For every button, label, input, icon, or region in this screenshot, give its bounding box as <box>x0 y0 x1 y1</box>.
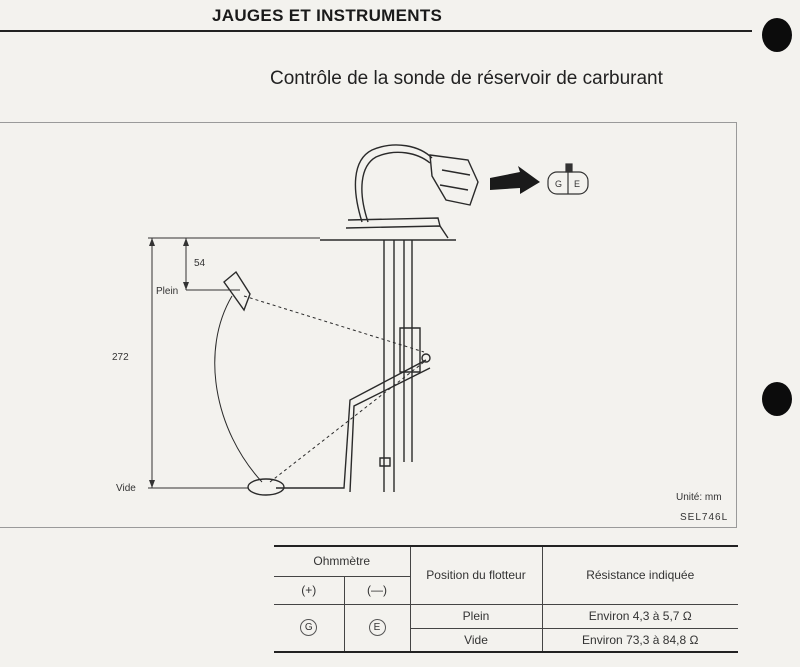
terminal-e-icon: E <box>368 619 386 637</box>
view-arrow-icon <box>490 166 540 194</box>
ohmmeter-plus-header: (+) <box>274 575 344 604</box>
connector-terminal-g: G <box>555 179 562 189</box>
full-position-label: Plein <box>156 286 178 297</box>
ohmmeter-header: Ohmmètre <box>274 545 410 576</box>
header-rule <box>0 30 752 32</box>
table-row-resistance: Environ 73,3 à 84,8 Ω <box>541 627 738 653</box>
float-position-header: Position du flotteur <box>409 545 542 604</box>
table-row-position: Plein <box>409 603 542 628</box>
connector-terminal-e: E <box>574 179 580 189</box>
units-label: Unité: mm <box>676 492 722 503</box>
binder-hole-top <box>762 18 792 52</box>
dimension-lines <box>148 237 320 489</box>
resistance-header: Résistance indiquée <box>541 545 738 604</box>
sender-unit-drawing <box>214 144 479 496</box>
dimension-272-label: 272 <box>112 352 129 363</box>
dimension-54-label: 54 <box>194 258 206 269</box>
binder-hole-middle <box>762 382 792 416</box>
figure-frame <box>0 122 737 528</box>
resistance-table: Ohmmètre Position du flotteur Résistance… <box>274 545 738 653</box>
figure-reference: SEL746L <box>680 512 728 523</box>
empty-position-label: Vide <box>116 483 136 494</box>
table-row-resistance: Environ 4,3 à 5,7 Ω <box>541 603 738 628</box>
dimension-arrows <box>149 238 189 488</box>
table-row-position: Vide <box>409 627 542 653</box>
connector-face-icon <box>547 163 589 195</box>
terminal-g-icon: G <box>300 619 318 637</box>
ohmmeter-minus-header: (—) <box>343 575 410 604</box>
page-header-title: JAUGES ET INSTRUMENTS <box>212 6 443 25</box>
section-title: Contrôle de la sonde de réservoir de car… <box>270 68 663 89</box>
